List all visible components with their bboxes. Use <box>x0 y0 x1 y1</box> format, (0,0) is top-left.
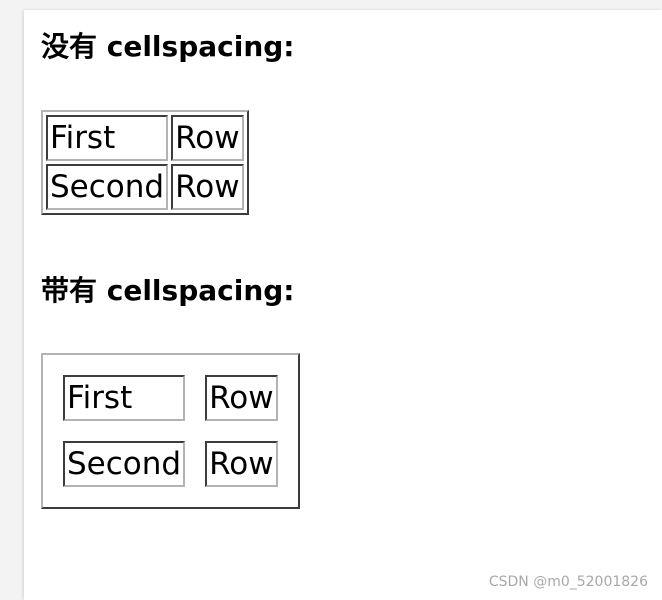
browser-viewport: 没有 cellspacing: First Row Second Row 带有 … <box>24 10 662 600</box>
table-cell-row: Row <box>205 441 278 487</box>
table-cell-second: Second <box>63 441 186 487</box>
table-row: First Row <box>63 375 278 421</box>
table-cell-row: Row <box>171 164 244 210</box>
csdn-watermark: CSDN @m0_52001826 <box>488 574 648 590</box>
table-no-cellspacing: First Row Second Row <box>41 110 249 215</box>
table-cell-second: Second <box>46 164 169 210</box>
table-with-cellspacing: First Row Second Row <box>41 353 300 509</box>
table-cell-row: Row <box>171 115 244 161</box>
heading-with-cellspacing: 带有 cellspacing: <box>41 274 295 307</box>
table-cell-first: First <box>46 115 169 161</box>
table-cell-row: Row <box>205 375 278 421</box>
table-cell-first: First <box>63 375 186 421</box>
table-row: First Row <box>46 115 244 161</box>
heading-no-cellspacing: 没有 cellspacing: <box>41 30 295 63</box>
table-row: Second Row <box>63 441 278 487</box>
table-row: Second Row <box>46 164 244 210</box>
